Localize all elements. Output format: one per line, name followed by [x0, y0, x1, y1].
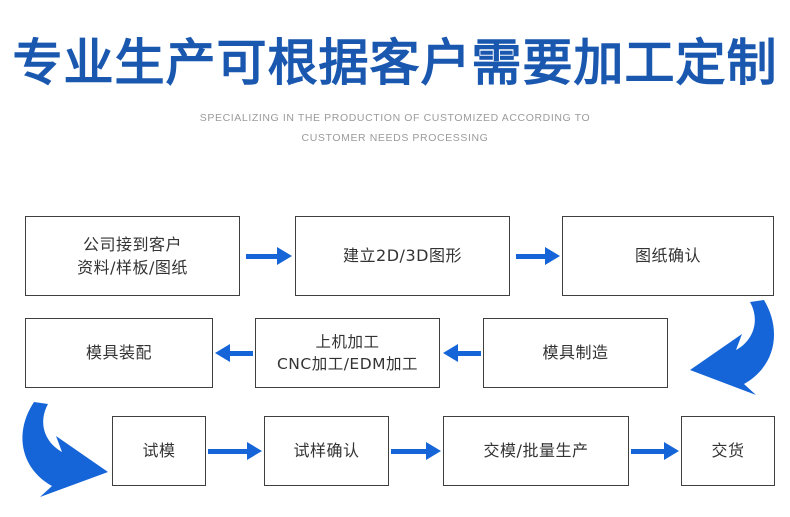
flow-step-3-label: 图纸确认	[634, 246, 701, 266]
flow-step-2[interactable]: 建立2D/3D图形	[295, 216, 510, 296]
flow-step-2-label: 建立2D/3D图形	[343, 246, 462, 266]
flow-step-6-label: 模具装配	[85, 343, 152, 363]
flow-step-9[interactable]: 交模/批量生产	[443, 416, 629, 486]
flow-step-10-label: 交货	[711, 441, 745, 461]
flow-step-4[interactable]: 模具制造	[483, 318, 668, 388]
flow-step-1[interactable]: 公司接到客户 资料/样板/图纸	[25, 216, 240, 296]
flow-step-10[interactable]: 交货	[681, 416, 775, 486]
flow-step-7-label: 试模	[142, 441, 176, 461]
flow-step-6[interactable]: 模具装配	[25, 318, 213, 388]
flow-step-3[interactable]: 图纸确认	[562, 216, 774, 296]
flow-step-8[interactable]: 试样确认	[264, 416, 389, 486]
page-subtitle-line1: SPECIALIZING IN THE PRODUCTION OF CUSTOM…	[199, 112, 591, 124]
connector-3-4-curved-arrow-icon	[690, 300, 775, 395]
flow-step-9-label: 交模/批量生产	[483, 441, 589, 461]
flow-step-5[interactable]: 上机加工 CNC加工/EDM加工	[255, 318, 440, 388]
flow-step-5-label: 上机加工 CNC加工/EDM加工	[276, 332, 419, 373]
flow-step-7[interactable]: 试模	[112, 416, 206, 486]
flow-step-1-label: 公司接到客户 资料/样板/图纸	[77, 234, 188, 277]
flow-step-4-label: 模具制造	[542, 343, 609, 363]
page-title: 专业生产可根据客户需要加工定制	[12, 34, 778, 92]
page-subtitle-line2: CUSTOMER NEEDS PROCESSING	[301, 132, 489, 144]
flow-step-8-label: 试样确认	[293, 441, 360, 461]
